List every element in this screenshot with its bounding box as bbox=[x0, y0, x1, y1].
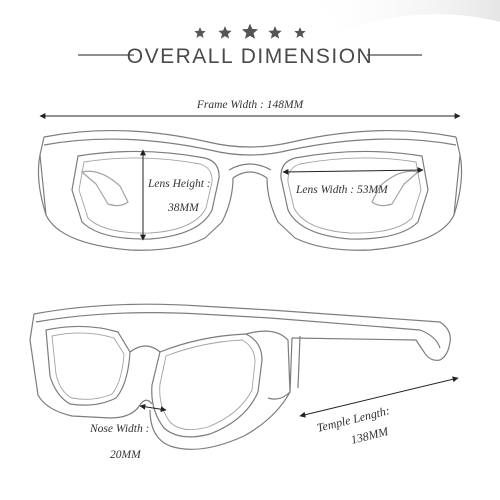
side-view-glasses bbox=[29, 303, 451, 450]
nose-width-label: Nose Width : bbox=[89, 423, 149, 435]
star-icon bbox=[294, 27, 306, 38]
lens-width-arrow bbox=[282, 167, 424, 175]
page-title: OVERALL DIMENSION bbox=[127, 45, 373, 68]
rating-stars bbox=[194, 23, 306, 39]
lens-height-label: Lens Height : bbox=[147, 178, 211, 190]
temple-length-value: 138MM bbox=[349, 424, 390, 447]
temple-length-arrow bbox=[299, 376, 459, 418]
frame-width-label: Frame Width : 148MM bbox=[196, 99, 305, 111]
nose-width-value: 20MM bbox=[110, 449, 142, 461]
star-icon bbox=[268, 26, 282, 39]
star-icon bbox=[194, 27, 206, 38]
lens-height-value: 38MM bbox=[167, 202, 200, 214]
lens-width-label: Lens Width : 53MM bbox=[295, 184, 389, 196]
star-icon bbox=[218, 26, 232, 39]
decor-swoosh bbox=[300, 0, 500, 34]
nose-width-arrow bbox=[139, 403, 167, 413]
star-icon bbox=[241, 23, 259, 39]
front-view-glasses bbox=[37, 130, 463, 251]
